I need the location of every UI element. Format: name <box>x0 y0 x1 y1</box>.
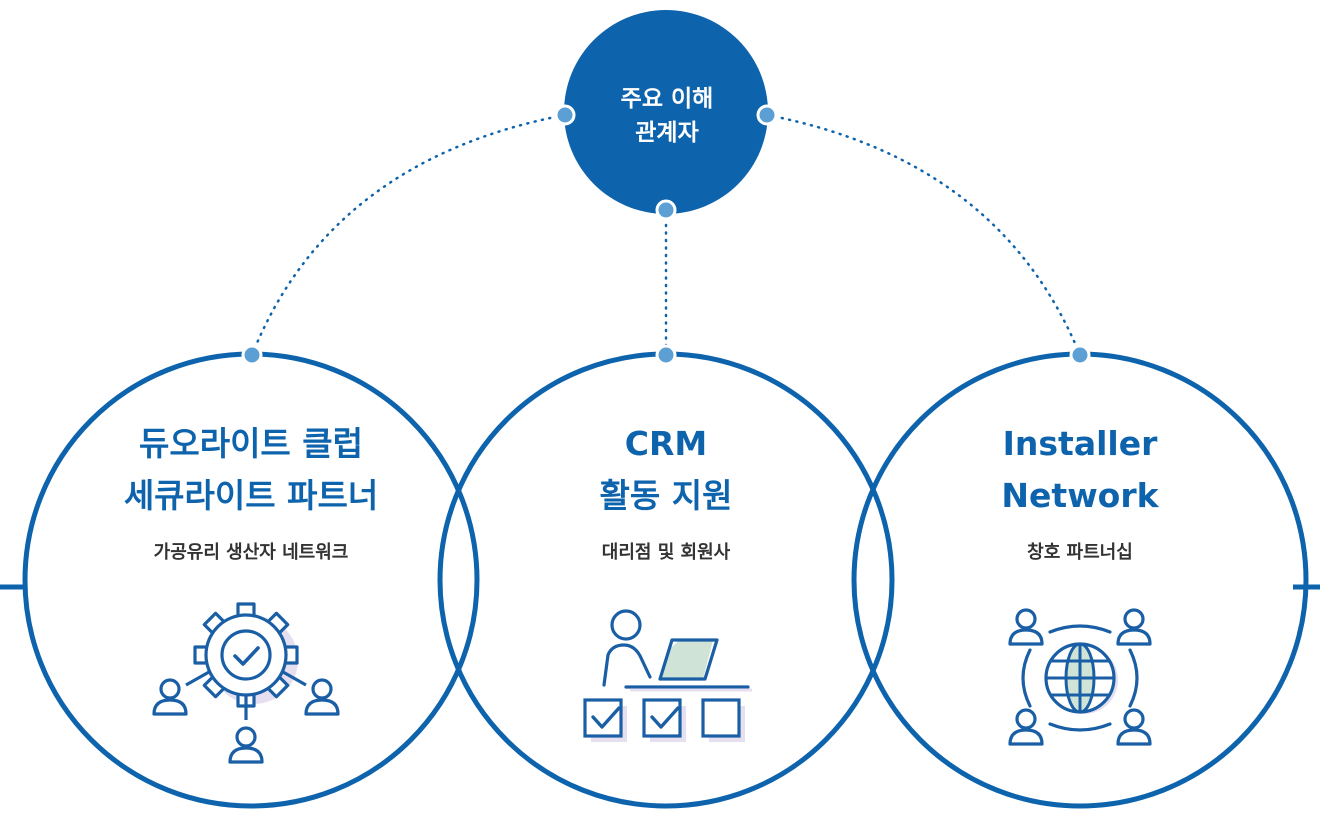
center-circle <box>564 10 768 214</box>
center-title: 주요 이해 관계자 <box>567 82 767 150</box>
card-title-left: 듀오라이트 클럽 세큐라이트 파트너 <box>101 418 401 522</box>
card-title-right: Installer Network <box>930 418 1230 522</box>
globe-people-icon <box>1008 608 1152 746</box>
card-title-line1: 듀오라이트 클럽 <box>138 424 363 463</box>
connector-dots <box>241 104 1091 366</box>
laptop-checklist-icon <box>583 609 752 742</box>
gear-network-icon <box>152 602 340 764</box>
card-title-line1: Installer <box>1002 424 1158 463</box>
card-title-line2: 활동 지원 <box>599 476 733 515</box>
card-title-line2: Network <box>1001 476 1159 515</box>
card-subtitle-left: 가공유리 생산자 네트워크 <box>153 542 349 563</box>
card-title-middle: CRM 활동 지원 <box>516 418 816 522</box>
card-subtitle-right: 창호 파트너십 <box>1027 542 1133 563</box>
connector-right <box>765 113 1082 357</box>
center-title-line1: 주요 이해 <box>620 86 714 112</box>
card-title-line1: CRM <box>624 424 708 463</box>
card-subtitle-middle: 대리점 및 회원사 <box>601 542 731 563</box>
connector-left <box>250 113 567 357</box>
card-title-line2: 세큐라이트 파트너 <box>123 476 379 515</box>
center-title-line2: 관계자 <box>635 120 699 146</box>
